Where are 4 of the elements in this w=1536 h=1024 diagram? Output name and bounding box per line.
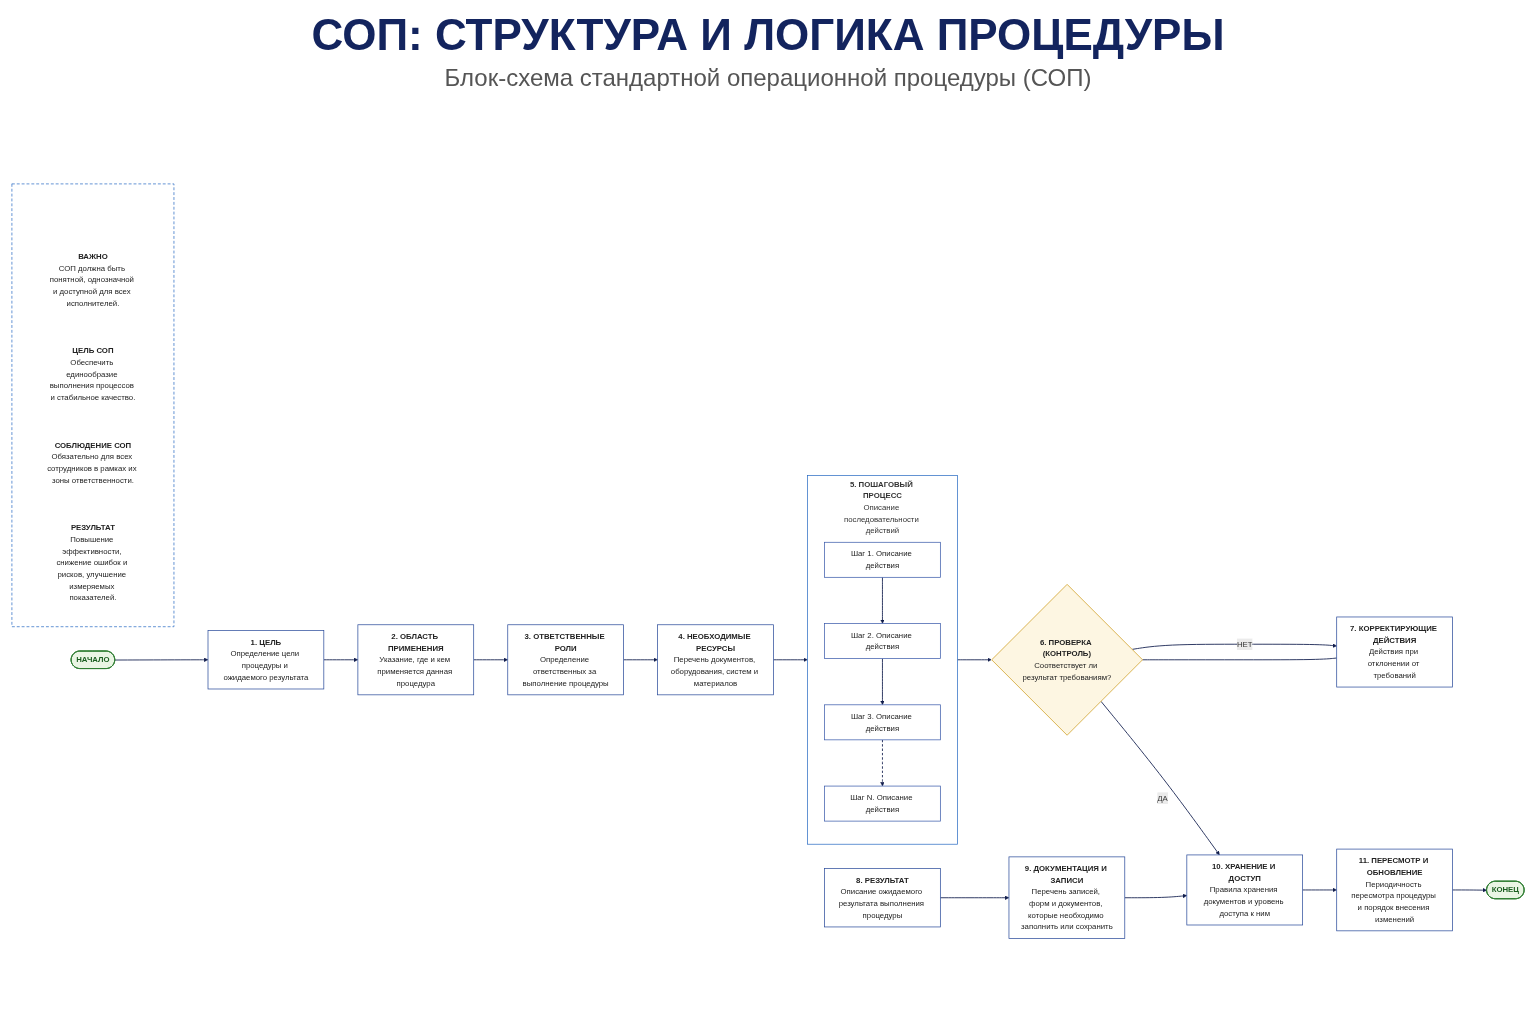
connector [1141,657,1338,660]
subtitle: Блок-схема стандартной операционной процедуры (СОП) [444,64,1092,92]
title: СОП: СТРУКТУРА И ЛОГИКА ПРОЦЕДУРЫ [311,10,1225,60]
cluster [11,183,175,627]
